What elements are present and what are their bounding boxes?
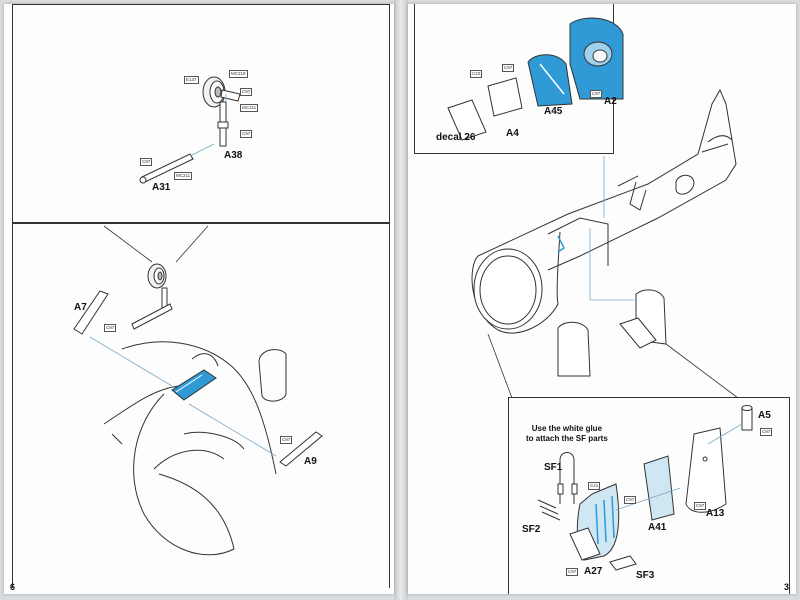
part-a7-drawing: [73, 290, 109, 335]
left-page: E137 MC218 C97 MC211 C97 C97 MC211 A38 A…: [4, 4, 394, 594]
label-sf2: SF2: [522, 524, 541, 535]
wheel-drawing: [202, 76, 241, 108]
label-a9: A9: [304, 456, 317, 467]
fuselage-assembly-drawing: [447, 17, 753, 571]
tag-c97-top: C97: [240, 88, 253, 96]
label-sf1: SF1: [544, 462, 563, 473]
label-a4: A4: [506, 128, 519, 139]
armor-plate-a45: [527, 54, 573, 107]
rudder-pedal-drawing: [73, 76, 323, 556]
tag-e137: E137: [184, 76, 199, 84]
tag-mc211-top: MC211: [240, 104, 259, 112]
fuselage-drawing: [103, 341, 287, 556]
label-decal-26: decal 26: [436, 132, 476, 143]
part-a9-drawing: [279, 431, 323, 467]
fuselage-main-drawing: [471, 88, 737, 334]
rod-drawing: [139, 153, 194, 184]
label-a5: A5: [758, 410, 771, 421]
label-a27: A27: [584, 566, 603, 577]
pedal-plate-drawing: [171, 369, 217, 401]
label-a41: A41: [648, 522, 667, 533]
seat-small-drawing: [619, 289, 667, 349]
detail-box-bottom: [12, 223, 390, 588]
decal-26-drawing: [447, 99, 487, 141]
page-number-right: 3: [784, 582, 790, 592]
plate-a4: [487, 77, 523, 117]
detail-box-bottom-right: [508, 397, 790, 594]
tag-c22: C22: [470, 70, 483, 78]
harness-sf1-drawing: [557, 452, 578, 504]
label-a7: A7: [74, 302, 87, 313]
label-a2: A2: [604, 96, 617, 107]
book-gutter: [394, 0, 408, 600]
tag-c97-strut: C97: [240, 130, 253, 138]
right-page: C22 C97 C97 decal 26 A4 A45 A2 Use the w…: [408, 4, 796, 594]
page-number-left: 6: [10, 582, 16, 592]
tag-c97-a13: C97: [694, 502, 707, 510]
tag-c97-a27: C97: [566, 568, 579, 576]
harness-sf3-drawing: [609, 555, 637, 571]
label-a13: A13: [706, 508, 725, 519]
tag-c97-rod: C97: [140, 158, 153, 166]
label-a31: A31: [152, 182, 171, 193]
strut-drawing: [217, 101, 229, 147]
label-a45: A45: [544, 106, 563, 117]
tag-c97-a41: C97: [624, 496, 637, 504]
tag-c97-a9: C97: [280, 436, 293, 444]
armor-plate-a2: [569, 17, 624, 100]
tag-mc211-rod: MC211: [174, 172, 193, 180]
glue-note: Use the white glue to attach the SF part…: [526, 424, 608, 443]
tag-c41: C41: [588, 482, 601, 490]
tag-mc218: MC218: [229, 70, 248, 78]
label-a38: A38: [224, 150, 243, 161]
armor-piece-loose: [557, 321, 591, 377]
wheel-small-drawing: [131, 263, 173, 330]
tag-c97-a45: C97: [502, 64, 515, 72]
detail-box-top: [12, 4, 390, 223]
tag-c97-a2: C97: [590, 90, 603, 98]
tag-c97-a7: C97: [104, 324, 117, 332]
seat-large-drawing: [569, 427, 727, 561]
harness-sf2-drawing: [537, 499, 561, 521]
part-a5-drawing: [741, 405, 753, 431]
label-sf3: SF3: [636, 570, 655, 581]
tag-c97-a5: C97: [760, 428, 773, 436]
